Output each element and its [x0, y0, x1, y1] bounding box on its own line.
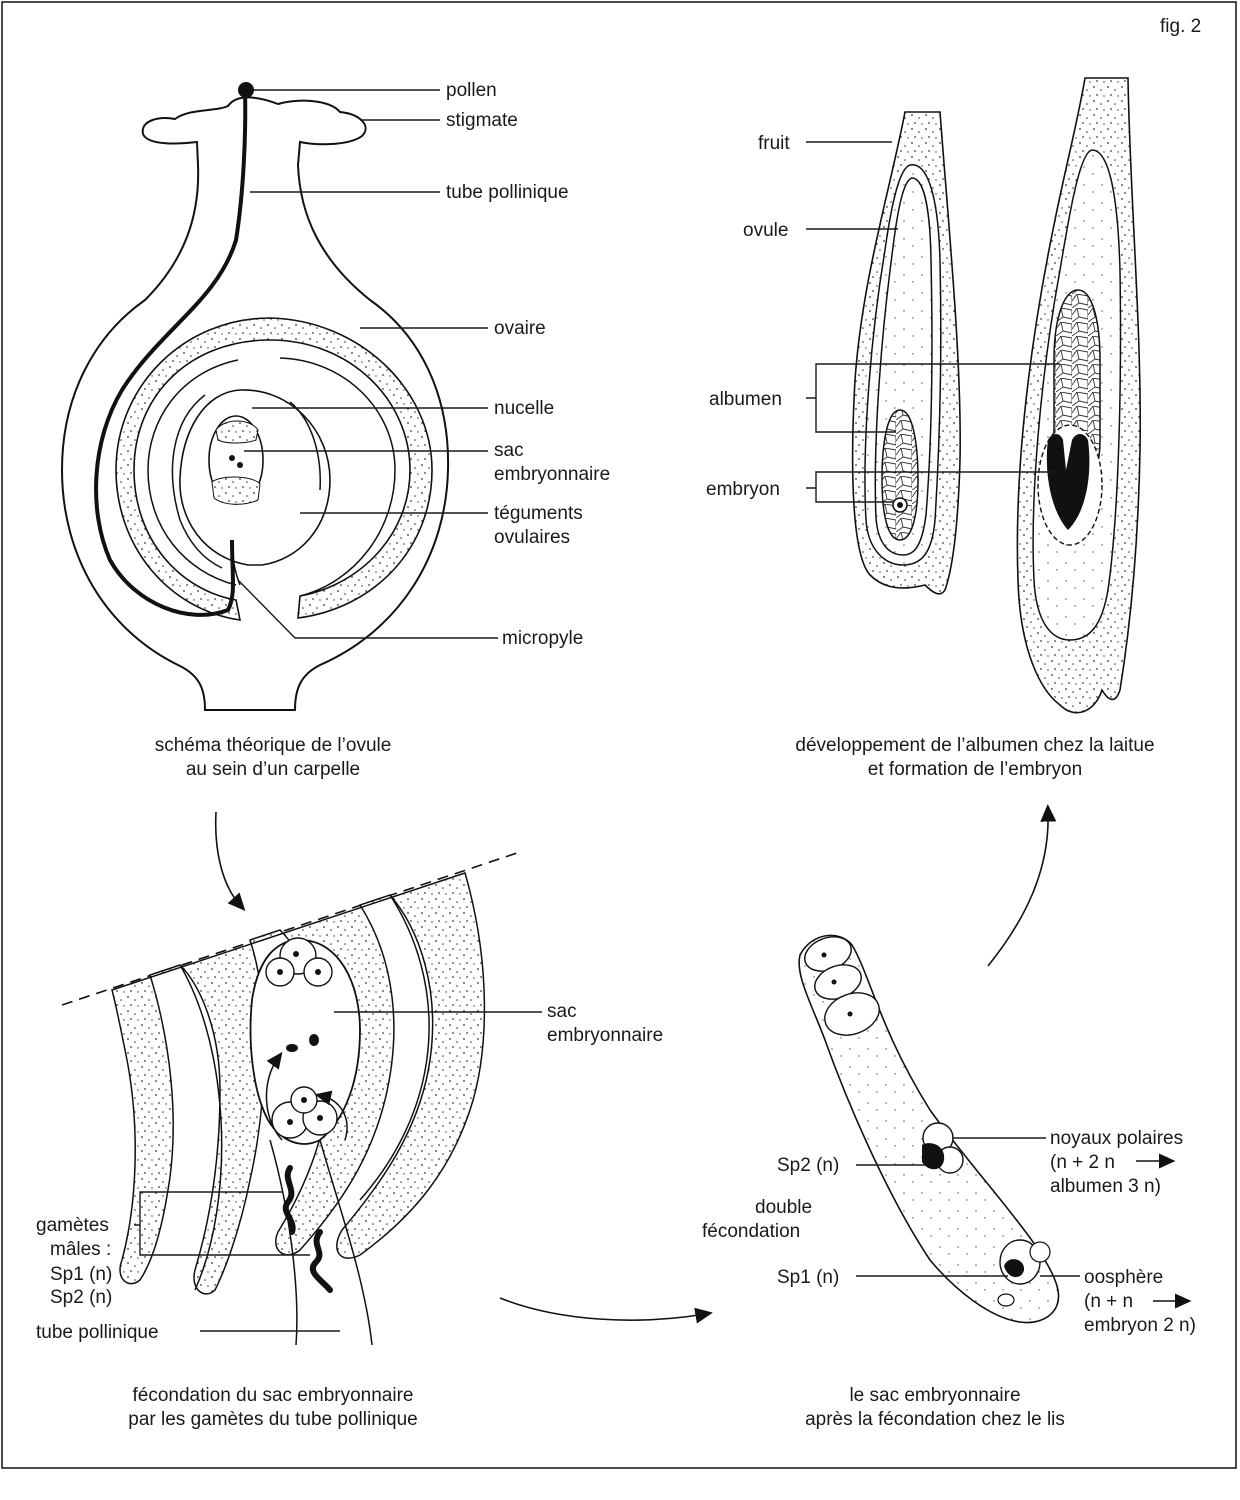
sperm-cell-sp2	[309, 1229, 333, 1293]
caption-d-line1: le sac embryonnaire	[849, 1385, 1020, 1406]
flow-arrow-c-to-d	[499, 1297, 713, 1324]
label-gametes-line4: Sp2 (n)	[50, 1287, 112, 1308]
synergid-cell	[997, 1293, 1015, 1307]
nucleus-dot	[315, 969, 321, 975]
label-tube-pollinique: tube pollinique	[446, 182, 569, 203]
label-oosphere-line1: oosphère	[1084, 1267, 1163, 1288]
sperm-cell-sp1	[282, 1165, 296, 1235]
label-sac-line2: embryonnaire	[494, 464, 610, 485]
label-sp1: Sp1 (n)	[777, 1267, 839, 1288]
label-double-line2: fécondation	[702, 1221, 800, 1242]
albumen-left	[881, 409, 919, 541]
panel-carpel: pollen stigmate tube pollinique ovaire n…	[60, 80, 610, 780]
panel-fertilization: sac embryonnaire gamètes mâles : Sp1 (n)…	[36, 851, 663, 1430]
label-stigmate: stigmate	[446, 110, 518, 131]
nucleus-dot	[293, 951, 299, 957]
tissue-arc	[179, 964, 223, 1291]
nucleus-dot	[821, 952, 827, 958]
embryo-right	[1046, 434, 1090, 530]
nucleus-dot	[277, 969, 283, 975]
leader-micropyle	[237, 579, 498, 639]
label-fruit: fruit	[758, 133, 790, 154]
ovule-left-inner	[874, 177, 933, 556]
flow-arrow-a-to-c	[214, 811, 246, 911]
flow-arrow-d-to-b	[987, 804, 1057, 967]
label-pollen: pollen	[446, 80, 497, 101]
label-ovule: ovule	[743, 220, 788, 241]
label-albumen: albumen	[709, 389, 782, 410]
pollen-tube-wall	[319, 1139, 373, 1346]
antipodal-cells	[215, 420, 259, 444]
caption-c-line2: par les gamètes du tube pollinique	[128, 1409, 417, 1430]
nucleus-dot	[831, 979, 837, 985]
pollen-tube-path	[94, 89, 248, 617]
label-teguments-line2: ovulaires	[494, 527, 570, 548]
label-double-line1: double	[755, 1197, 812, 1218]
figure-frame	[1, 1, 1237, 1469]
caption-b-line1: développement de l’albumen chez la laitu…	[795, 735, 1154, 756]
egg-apparatus	[211, 476, 261, 505]
sperm-sp1-fused	[1004, 1259, 1025, 1278]
label-sac-c-line2: embryonnaire	[547, 1025, 663, 1046]
nucleus-dot	[317, 1115, 323, 1121]
label-noyaux-line1: noyaux polaires	[1050, 1128, 1183, 1149]
label-gametes-line3: Sp1 (n)	[50, 1264, 112, 1285]
label-gametes-line2: mâles :	[50, 1239, 111, 1260]
section-cut-line	[61, 851, 521, 1006]
label-noyaux-line2: (n + 2 n	[1050, 1152, 1115, 1173]
embryo-left-dot	[897, 502, 903, 508]
pollen-grain	[238, 82, 254, 98]
label-noyaux-line3: albumen 3 n)	[1050, 1176, 1161, 1197]
embryo-sac-large	[249, 939, 361, 1145]
panel-albumen: fruit ovule albumen embryon développemen…	[706, 77, 1155, 780]
label-sac-c-line1: sac	[547, 1001, 577, 1022]
label-gametes-line1: gamètes	[36, 1215, 109, 1236]
caption-d-line2: après la fécondation chez le lis	[805, 1409, 1065, 1430]
caption-b-line2: et formation de l’embryon	[868, 759, 1082, 780]
label-embryon: embryon	[706, 479, 780, 500]
sperm-sp2-fused	[922, 1143, 945, 1170]
nucleus-dot	[287, 1119, 293, 1125]
label-micropyle: micropyle	[502, 628, 583, 649]
label-sac-line1: sac	[494, 440, 524, 461]
label-tube-c: tube pollinique	[36, 1322, 159, 1343]
label-sp2: Sp2 (n)	[777, 1155, 839, 1176]
tissue-arc	[359, 894, 430, 1201]
polar-nucleus	[237, 462, 243, 468]
label-oosphere-line3: embryon 2 n)	[1084, 1315, 1196, 1336]
synergid-cell	[1029, 1241, 1051, 1263]
carpel-outline	[60, 96, 450, 711]
figure-id: fig. 2	[1160, 16, 1201, 37]
leader-embryon	[806, 471, 1060, 503]
panel-lily-sac: noyaux polaires (n + 2 n albumen 3 n) Sp…	[702, 934, 1196, 1430]
label-teguments-line1: téguments	[494, 503, 583, 524]
leader-albumen	[806, 363, 1060, 433]
integument-line-left	[147, 359, 239, 586]
label-ovaire: ovaire	[494, 318, 546, 339]
integument-line-outer	[279, 357, 396, 597]
caption-a-line1: schéma théorique de l’ovule	[155, 735, 392, 756]
arrow-sperm-to-polar	[265, 1051, 283, 1141]
polar-nucleus	[309, 1034, 319, 1046]
caption-c-line1: fécondation du sac embryonnaire	[133, 1385, 414, 1406]
leader-gametes	[134, 1191, 310, 1256]
inner-integument-left	[171, 394, 223, 569]
label-oosphere-line2: (n + n	[1084, 1291, 1133, 1312]
nucleus-dot	[847, 1011, 853, 1017]
arrow-sperm-to-egg	[314, 1090, 348, 1141]
label-nucelle: nucelle	[494, 398, 554, 419]
caption-a-line2: au sein d’un carpelle	[186, 759, 360, 780]
ovule-integument	[115, 317, 433, 621]
pollen-tube-wall	[269, 1139, 298, 1346]
polar-nucleus	[229, 455, 235, 461]
nucleus-dot	[301, 1097, 307, 1103]
polar-nucleus	[286, 1044, 298, 1052]
